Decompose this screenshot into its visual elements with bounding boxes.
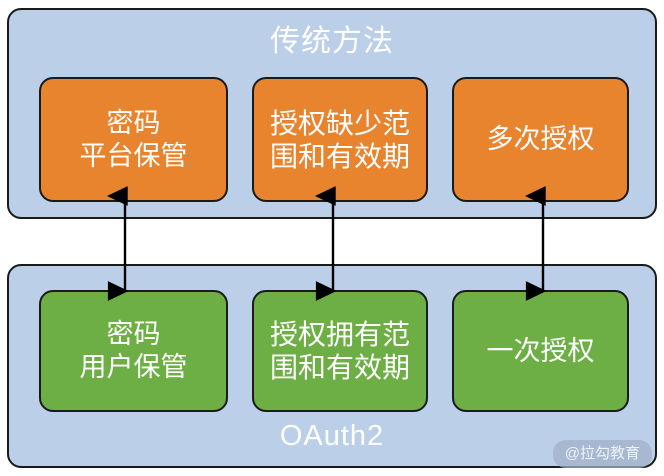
panel-traditional-title: 传统方法 bbox=[270, 25, 394, 58]
box-single-auth[interactable]: 一次授权 bbox=[452, 290, 629, 412]
watermark-badge: @拉勾教育 bbox=[552, 440, 652, 468]
box-scope-missing[interactable]: 授权缺少范 围和有效期 bbox=[252, 77, 428, 202]
box-password-user[interactable]: 密码 用户保管 bbox=[39, 290, 228, 412]
panel-oauth2-title: OAuth2 bbox=[279, 420, 385, 452]
panel-traditional-method: 传统方法 密码 平台保管 授权缺少范 围和有效期 多次授权 bbox=[7, 8, 657, 219]
oauth2-box-row: 密码 用户保管 授权拥有范 围和有效期 一次授权 bbox=[39, 290, 629, 412]
box-password-platform[interactable]: 密码 平台保管 bbox=[39, 77, 228, 202]
box-multiple-auth[interactable]: 多次授权 bbox=[452, 77, 629, 202]
panel-oauth2: 密码 用户保管 授权拥有范 围和有效期 一次授权 OAuth2 bbox=[7, 264, 657, 468]
box-scope-present[interactable]: 授权拥有范 围和有效期 bbox=[252, 290, 428, 412]
traditional-box-row: 密码 平台保管 授权缺少范 围和有效期 多次授权 bbox=[39, 77, 629, 202]
